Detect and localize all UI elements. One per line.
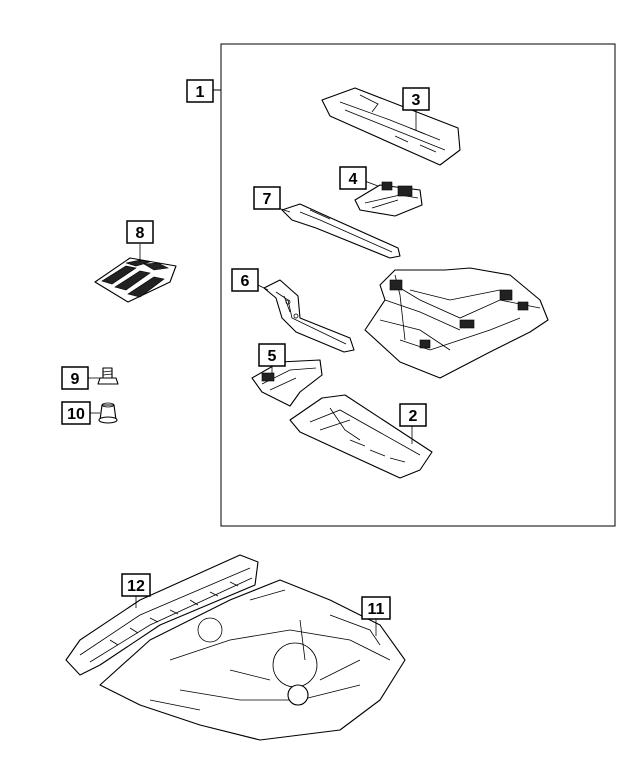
part-3-floor-pan: [321, 87, 461, 166]
callout-11: 11: [361, 596, 391, 620]
svg-text:2: 2: [409, 408, 418, 425]
callout-2: 2: [399, 403, 427, 427]
leader-line-6: [257, 284, 269, 291]
svg-text:11: 11: [368, 601, 385, 618]
svg-text:7: 7: [263, 191, 272, 208]
callout-5: 5: [258, 343, 286, 367]
part-6-sill: [263, 279, 355, 353]
part-8-panel: [94, 257, 177, 303]
callout-7: 7: [253, 186, 281, 210]
svg-text:1: 1: [196, 84, 205, 101]
callout-1: 1: [186, 79, 214, 103]
part-5-crossmember: [251, 359, 323, 407]
callout-12: 12: [121, 573, 151, 597]
part-7-rail: [281, 203, 401, 259]
svg-text:5: 5: [268, 348, 277, 365]
callout-3: 3: [402, 87, 430, 111]
svg-text:12: 12: [127, 578, 145, 595]
part-11-rear-floor: [99, 579, 406, 741]
part-12-crossmember: [65, 554, 259, 676]
part-4-bracket: [354, 181, 423, 217]
part-1-floor-assembly: [364, 267, 549, 379]
svg-text:6: 6: [241, 273, 250, 290]
callout-10: 10: [61, 401, 91, 425]
part-10-nut-icon: [98, 402, 118, 424]
callout-6: 6: [231, 268, 259, 292]
svg-text:3: 3: [412, 92, 421, 109]
callout-4: 4: [339, 166, 367, 190]
assembly-group-box: [220, 43, 616, 527]
part-2-floor-pan: [289, 394, 433, 479]
callout-8: 8: [126, 220, 154, 244]
svg-text:9: 9: [71, 371, 80, 388]
part-9-bolt-icon: [97, 367, 119, 385]
svg-text:4: 4: [349, 171, 358, 188]
svg-text:10: 10: [67, 406, 85, 423]
callout-9: 9: [61, 366, 89, 390]
svg-text:8: 8: [136, 225, 145, 242]
